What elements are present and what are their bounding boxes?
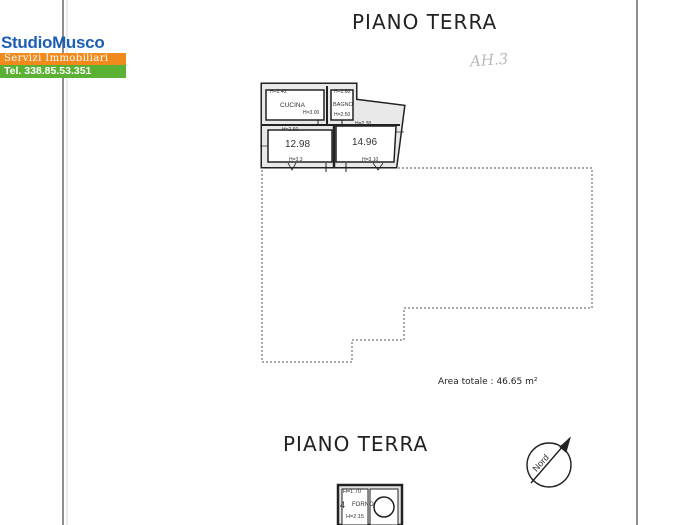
handwritten-note: AH.3 bbox=[469, 49, 509, 71]
room-right-height-top: H=2.30 bbox=[355, 121, 372, 127]
kitchen-height-bottom: H=3.00 bbox=[303, 110, 320, 116]
room-right-height-bottom: H=3.10 bbox=[362, 157, 379, 163]
oven-height-top: H=1.70 bbox=[343, 489, 361, 495]
oven-label: FORNO bbox=[352, 502, 374, 508]
room-left-height-top: H=2.60 bbox=[282, 127, 299, 133]
room-right-area: 14.96 bbox=[352, 137, 378, 148]
oven-number: 4 bbox=[340, 500, 346, 510]
area-total-label: Area totale : 46.65 m² bbox=[438, 377, 538, 387]
oven-height-bottom: H=2.15 bbox=[346, 514, 364, 520]
agency-phone: Tel. 338.85.53.351 bbox=[0, 65, 126, 78]
bathroom-height-top: H=2.60 bbox=[334, 89, 351, 95]
bathroom-label: BAGNO bbox=[333, 102, 353, 108]
room-left-area: 12.98 bbox=[285, 139, 311, 150]
kitchen-label: CUCINA bbox=[280, 102, 305, 109]
oven-building bbox=[336, 483, 404, 525]
building-plan bbox=[260, 82, 406, 172]
plan-title-bottom: PIANO TERRA bbox=[283, 432, 429, 456]
kitchen-height-top: H=2.40 bbox=[270, 89, 287, 95]
outdoor-area-outline bbox=[261, 167, 593, 363]
plan-title-top: PIANO TERRA bbox=[352, 10, 498, 34]
agency-tagline: Servizi Immobiliari bbox=[0, 53, 126, 65]
agency-logo: StudioMusco Servizi Immobiliari Tel. 338… bbox=[0, 33, 126, 78]
north-arrow bbox=[526, 436, 572, 488]
agency-name: StudioMusco bbox=[1, 33, 105, 52]
room-left-height-bottom: H=3.3 bbox=[289, 157, 303, 163]
bathroom-height-bottom: H=2.50 bbox=[334, 112, 351, 118]
